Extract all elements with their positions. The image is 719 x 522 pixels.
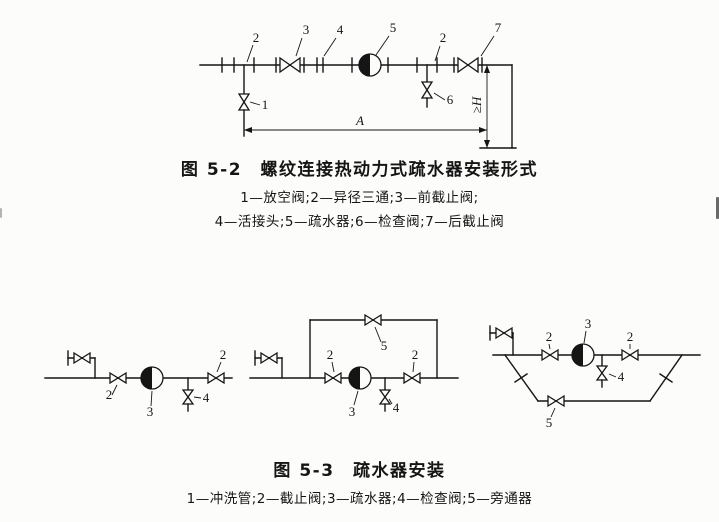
- stop-valve-2: [324, 371, 342, 385]
- dimension-h-label: ≥H: [469, 96, 484, 113]
- leader-line: [374, 326, 382, 343]
- steam-trap-3: [140, 366, 164, 390]
- part-label-7: 7: [495, 20, 502, 35]
- stop-valve-2b: [621, 348, 639, 362]
- trap-install-middle: 5 2 3 4 2: [249, 313, 459, 419]
- flush-pipe-1: [67, 350, 96, 379]
- trap-install-right: 2 3 2 4 5: [489, 316, 701, 430]
- main-pipeline: [199, 57, 513, 149]
- part-label-3: 3: [585, 316, 592, 331]
- part-label-4: 4: [618, 369, 625, 384]
- leader-line: [433, 92, 446, 101]
- figure-5-2-legend-line-1: 1—放空阀;2—异径三通;3—前截止阀;: [240, 190, 479, 206]
- check-valve-4: [378, 377, 392, 412]
- part-label-2: 2: [106, 387, 113, 402]
- leader-line: [295, 37, 303, 57]
- part-label-5: 5: [381, 338, 388, 353]
- part-label-2: 2: [546, 329, 553, 344]
- flush-pipe-1: [489, 325, 514, 356]
- part-label-3: 3: [349, 404, 356, 419]
- part-label-2b: 2: [627, 329, 634, 344]
- scan-artifact-right: [716, 197, 719, 219]
- leader-line: [480, 35, 495, 57]
- part-label-2b: 2: [220, 347, 227, 362]
- figure-5-2-caption: 图 5-2 螺纹连接热动力式疏水器安装形式: [180, 160, 539, 180]
- bypass-5: [504, 354, 683, 408]
- part-label-4: 4: [203, 390, 210, 405]
- figure-5-2-legend-line-2: 4—活接头;5—疏水器;6—检查阀;7—后截止阀: [214, 214, 505, 230]
- reducing-tee-2-right: [416, 57, 438, 73]
- part-label-3: 3: [147, 404, 154, 419]
- leader-line: [331, 361, 335, 373]
- trap-install-left: 2 3 4 2: [44, 347, 233, 419]
- leader-line: [249, 101, 261, 106]
- scan-artifact-left: [0, 208, 2, 218]
- leader-line: [216, 361, 222, 373]
- leader-line: [434, 45, 441, 62]
- dimension-a: A: [244, 113, 487, 133]
- leader-line: [583, 330, 587, 344]
- stop-valve-2b: [207, 371, 225, 385]
- flush-pipe-1: [254, 350, 283, 379]
- leader-line: [388, 398, 393, 405]
- stop-valve-2b: [403, 371, 421, 385]
- check-valve-4: [181, 377, 195, 412]
- part-label-4: 4: [393, 400, 400, 415]
- part-label-2: 2: [253, 30, 260, 45]
- stop-valve-7: [453, 56, 483, 74]
- part-label-1: 1: [262, 97, 269, 112]
- figure-5-3-caption: 图 5-3 疏水器安装: [273, 461, 446, 481]
- union-4: [316, 57, 324, 73]
- check-valve-4: [595, 354, 609, 388]
- figure-5-3-legend: 1—冲洗管;2—截止阀;3—疏水器;4—检查阀;5—旁通器: [186, 491, 533, 507]
- dimension-a-label: A: [355, 113, 364, 128]
- union-tick: [659, 373, 673, 383]
- bypass-5: [309, 313, 438, 379]
- stop-valve-2: [541, 348, 559, 362]
- stop-valve-3: [275, 56, 305, 74]
- steam-trap-3: [348, 366, 372, 390]
- leader-line: [150, 390, 153, 407]
- part-label-2b: 2: [412, 347, 419, 362]
- stop-valve-2: [109, 371, 127, 385]
- leader-line: [193, 396, 202, 399]
- leader-line: [353, 390, 359, 406]
- vent-valve-1: [237, 64, 251, 137]
- part-label-5: 5: [546, 415, 553, 430]
- reducing-tee-2-left: [233, 57, 255, 73]
- steam-trap-3: [571, 343, 595, 367]
- leader-line: [412, 361, 415, 373]
- part-labels: 2 3 4 5 2 7 1 6: [246, 20, 502, 112]
- part-label-6: 6: [447, 92, 454, 107]
- part-label-4: 4: [337, 22, 344, 37]
- dimension-h: ≥H: [469, 65, 490, 148]
- part-label-5: 5: [390, 20, 397, 35]
- steam-trap-5: [351, 53, 389, 77]
- leader-line: [111, 384, 118, 396]
- union-tick: [514, 373, 528, 383]
- part-label-2: 2: [327, 347, 334, 362]
- leader-line: [608, 373, 617, 378]
- figure-5-3-diagram: 2 3 4 2: [44, 313, 701, 430]
- check-valve-6: [420, 64, 434, 108]
- leader-line: [548, 343, 551, 350]
- leader-line: [550, 407, 556, 418]
- part-label-3: 3: [303, 22, 310, 37]
- leader-line: [246, 44, 254, 63]
- leader-line: [323, 37, 337, 57]
- leader-line: [375, 35, 390, 56]
- part-label-2b: 2: [440, 30, 447, 45]
- figure-5-2-diagram: 2 3 4 5 2 7 1 6 A ≥H: [199, 20, 517, 149]
